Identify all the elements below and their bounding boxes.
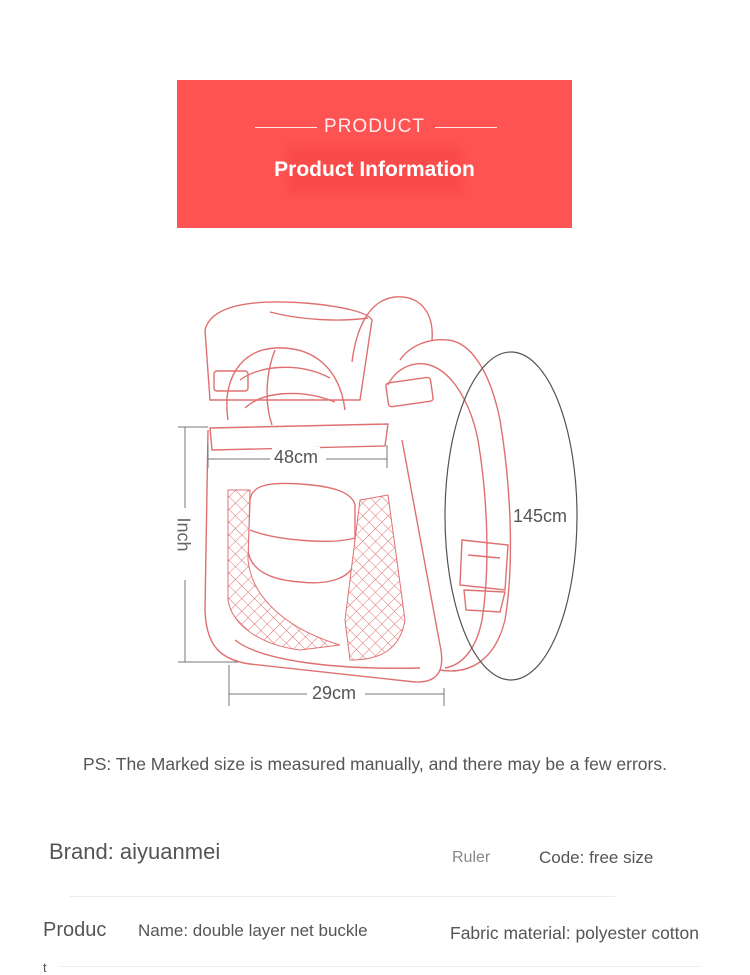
shoulder-strap [385, 338, 512, 672]
banner-title: Product Information [274, 158, 475, 181]
front-pocket [247, 482, 356, 584]
ball-shape [226, 347, 346, 421]
width-dimension [207, 445, 388, 468]
width-label: 48cm [272, 447, 321, 468]
header-banner: PRODUCT Product Information [177, 80, 572, 228]
height-label: Inch [173, 517, 194, 552]
strap-buckle [459, 539, 509, 591]
blurred-subtitle [287, 146, 462, 194]
banner-kicker: PRODUCT [324, 116, 425, 137]
strap-length-label: 145cm [513, 506, 568, 526]
strap-slider [385, 376, 434, 408]
ruler-spec: Ruler [452, 849, 491, 866]
spec-divider [70, 896, 615, 897]
height-dimension [178, 426, 238, 663]
depth-dimension [228, 665, 445, 706]
name-spec: Name: double layer net buckle [138, 921, 368, 940]
left-mesh [227, 489, 341, 651]
top-handle [351, 296, 433, 363]
top-band [209, 423, 389, 451]
left-loop [213, 370, 249, 392]
banner-rule-left [255, 127, 317, 128]
right-mesh [344, 494, 406, 661]
bag-back-panel [204, 301, 373, 401]
product-spec-wrap: t [43, 960, 47, 975]
strap-length-ellipse [444, 351, 578, 681]
depth-label: 29cm [310, 683, 359, 704]
code-spec: Code: free size [539, 848, 654, 867]
product-spec-prefix: Produc [43, 919, 107, 941]
brand-spec: Brand: aiyuanmei [49, 839, 221, 864]
fabric-spec: Fabric material: polyester cotton [450, 923, 699, 943]
bag-outline [204, 296, 443, 683]
measurement-note: PS: The Marked size is measured manually… [83, 754, 667, 774]
banner-rule-right [435, 127, 497, 128]
bottom-divider [60, 966, 700, 967]
bag-body [204, 429, 443, 683]
